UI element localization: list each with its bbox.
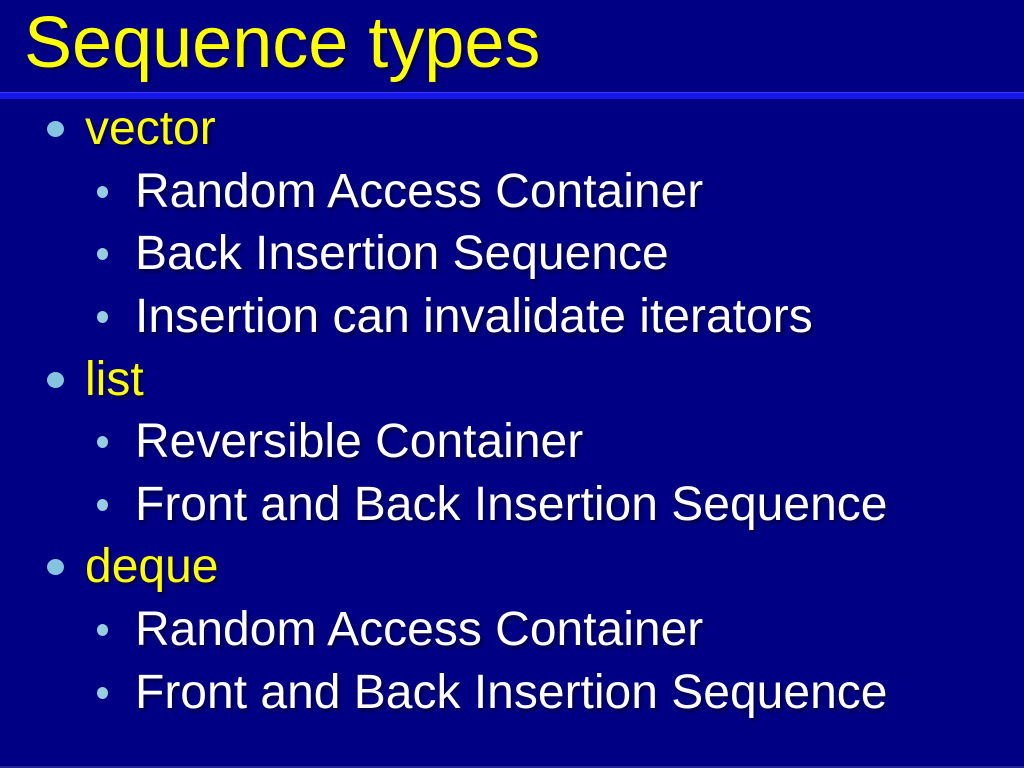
list-item: Front and Back Insertion Sequence bbox=[0, 661, 1024, 724]
list-item: Front and Back Insertion Sequence bbox=[0, 474, 1024, 537]
list-item-label: Reversible Container bbox=[135, 415, 584, 469]
bullet-icon bbox=[97, 686, 108, 699]
list-item: Random Access Container bbox=[0, 599, 1024, 662]
bullet-icon bbox=[47, 121, 64, 138]
bullet-icon bbox=[47, 559, 64, 576]
list-item-label: list bbox=[85, 352, 144, 406]
bottom-edge-highlight bbox=[0, 766, 1024, 768]
list-item-label: vector bbox=[85, 102, 216, 156]
list-item-label: deque bbox=[85, 540, 219, 594]
list-item-label: Random Access Container bbox=[135, 603, 704, 657]
bullet-icon bbox=[97, 185, 108, 198]
list-item-label: Random Access Container bbox=[135, 164, 704, 218]
list-item: Random Access Container bbox=[0, 161, 1024, 224]
list-item-label: Insertion can invalidate iterators bbox=[135, 290, 813, 344]
bullet-list: vector Random Access Container Back Inse… bbox=[0, 98, 1024, 724]
list-item-label: Front and Back Insertion Sequence bbox=[135, 665, 888, 719]
bullet-icon bbox=[97, 248, 108, 261]
list-item: deque bbox=[0, 536, 1024, 599]
list-item-label: Front and Back Insertion Sequence bbox=[135, 477, 888, 531]
slide-title: Sequence types bbox=[24, 3, 541, 83]
bullet-icon bbox=[97, 311, 108, 324]
bullet-icon bbox=[47, 371, 64, 388]
list-item: Reversible Container bbox=[0, 411, 1024, 474]
list-item-label: Back Insertion Sequence bbox=[135, 227, 669, 281]
list-item: list bbox=[0, 348, 1024, 411]
list-item: vector bbox=[0, 98, 1024, 161]
list-item: Back Insertion Sequence bbox=[0, 223, 1024, 286]
bullet-icon bbox=[97, 436, 108, 449]
bullet-icon bbox=[97, 498, 108, 511]
list-item: Insertion can invalidate iterators bbox=[0, 286, 1024, 349]
bullet-icon bbox=[97, 624, 108, 637]
title-underline-rule bbox=[0, 92, 1024, 99]
